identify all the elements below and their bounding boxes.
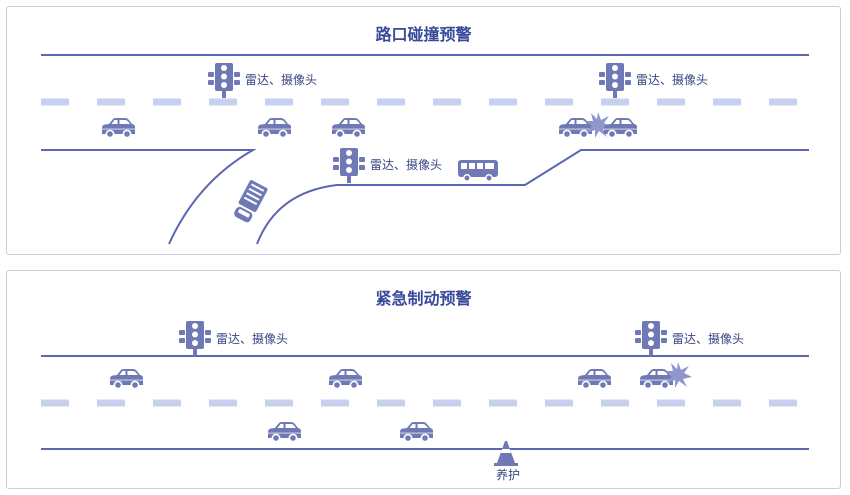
traffic-cone-icon: [494, 441, 518, 466]
signal-label: 雷达、摄像头: [636, 72, 708, 87]
car-icon: [109, 368, 144, 390]
road-bottom-edge-left: [41, 149, 257, 245]
panel-title: 路口碰撞预警: [375, 25, 472, 44]
traffic-light-icon: [208, 63, 240, 98]
car-icon: [577, 368, 612, 390]
road-bottom-edge-right: [256, 149, 809, 245]
car-icon: [399, 421, 434, 443]
cone-label: 养护: [496, 467, 520, 482]
traffic-light-icon: [635, 321, 667, 356]
intersection-collision-panel: 路口碰撞预警: [6, 6, 841, 255]
signal-label: 雷达、摄像头: [245, 72, 317, 87]
truck-icon: [231, 179, 269, 225]
signal-label: 雷达、摄像头: [672, 331, 744, 346]
emergency-brake-panel: 紧急制动预警 雷达、摄像头 雷达、摄像头 养护: [6, 270, 841, 489]
traffic-light-icon: [333, 148, 365, 183]
signal-label: 雷达、摄像头: [370, 157, 442, 172]
car-icon: [603, 117, 638, 139]
intersection-scene: 雷达、摄像头 雷达、摄像头 雷达、摄像头: [41, 54, 809, 245]
car-icon: [331, 117, 366, 139]
car-icon: [101, 117, 136, 139]
car-icon: [267, 421, 302, 443]
traffic-light-icon: [599, 63, 631, 98]
car-icon: [558, 117, 593, 139]
emergency-brake-scene: 雷达、摄像头 雷达、摄像头 养护: [41, 321, 809, 482]
traffic-light-icon: [179, 321, 211, 356]
panel-title: 紧急制动预警: [375, 289, 472, 308]
signal-label: 雷达、摄像头: [216, 331, 288, 346]
car-icon: [328, 368, 363, 390]
bus-icon: [457, 159, 499, 182]
car-icon: [257, 117, 292, 139]
